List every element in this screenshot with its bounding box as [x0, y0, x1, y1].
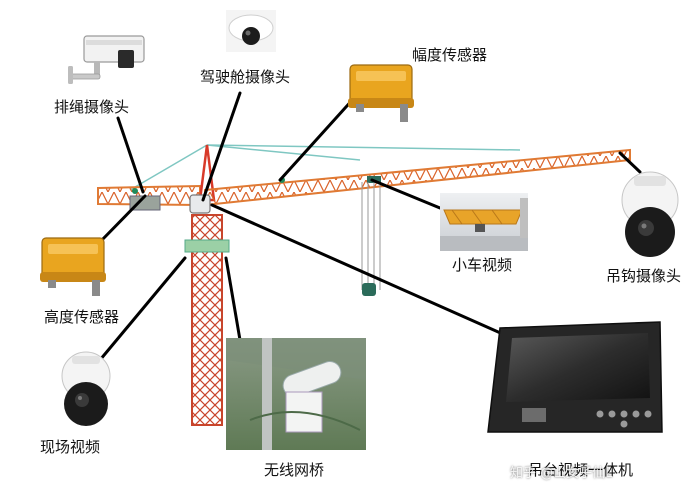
pendant-tie-lines	[129, 144, 521, 191]
label-height-sensor: 高度传感器	[44, 308, 120, 326]
operator-cab	[189, 194, 211, 214]
leader-trolley-video	[370, 178, 442, 210]
main-jib	[204, 148, 631, 207]
leader-rope-camera	[116, 116, 145, 194]
rope-camera-mount	[132, 188, 138, 194]
label-site-video: 现场视频	[40, 438, 101, 456]
watermark-text: 知乎 @山女子仙L	[510, 466, 613, 481]
label-cab-monitor: 吊台视频一体机	[528, 461, 634, 479]
wireless-bridge-photo	[226, 338, 366, 450]
amplitude-sensor-icon	[348, 64, 414, 122]
leader-lines	[98, 91, 642, 362]
hook-block	[362, 283, 376, 296]
leader-hook-camera	[618, 151, 642, 174]
label-trolley-video: 小车视频	[452, 256, 513, 274]
trolley-video-photo	[440, 193, 528, 251]
label-rope-camera: 排绳摄像头	[54, 98, 130, 116]
box-camera-icon	[68, 35, 145, 84]
leader-height-sensor	[98, 194, 147, 244]
site-ptz-camera-icon	[61, 351, 111, 426]
label-wireless-bridge: 无线网桥	[264, 461, 325, 479]
ptz-camera-icon	[621, 171, 679, 257]
leader-amplitude-sensor	[278, 95, 357, 182]
dome-camera-icon	[226, 10, 276, 52]
label-cab-camera: 驾驶舱摄像头	[200, 68, 291, 86]
mast-platform	[184, 239, 230, 253]
leader-site-video	[98, 256, 187, 362]
leader-cab-monitor	[210, 203, 507, 337]
tower-crane	[97, 144, 631, 426]
label-amplitude-sensor: 幅度传感器	[412, 46, 488, 64]
cab-monitor-icon	[487, 321, 663, 433]
leader-cab-camera	[201, 91, 242, 202]
label-hook-camera: 吊钩摄像头	[606, 267, 682, 285]
height-sensor-icon	[40, 237, 106, 296]
leader-wireless-bridge	[224, 256, 242, 342]
